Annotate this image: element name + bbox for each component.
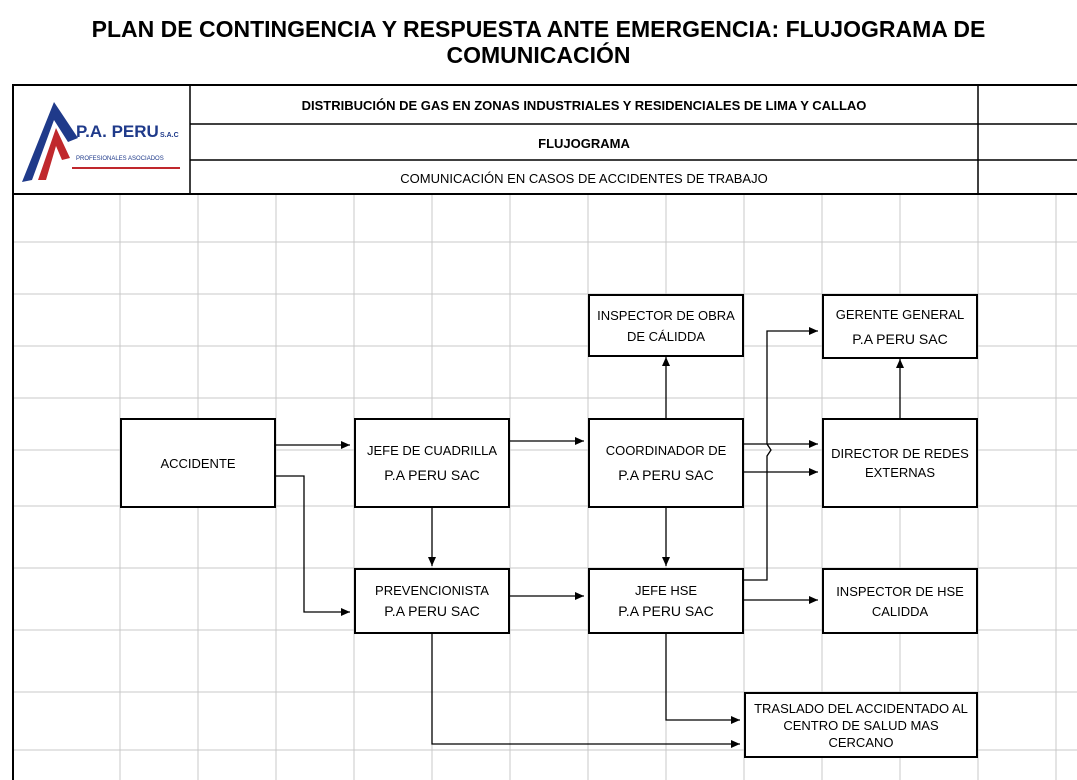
node-prevencionista-label: PREVENCIONISTA — [375, 583, 489, 598]
node-gerente-general: GERENTE GENERAL P.A PERU SAC — [822, 294, 978, 359]
node-traslado-line-3: CERCANO — [828, 734, 894, 750]
node-coordinador-label: COORDINADOR DE — [605, 443, 727, 458]
node-traslado-line-2: CENTRO DE SALUD MAS — [783, 717, 939, 733]
node-director-redes-detail: EXTERNAS — [864, 465, 936, 480]
node-jefe-hse: JEFE HSE P.A PERU SAC — [588, 568, 744, 634]
node-jefe-hse-label: JEFE HSE — [634, 583, 698, 598]
header-document-type: FLUJOGRAMA — [538, 136, 630, 151]
company-logo-icon — [22, 102, 180, 182]
node-gerente-general-company: P.A PERU SAC — [852, 330, 948, 347]
node-jefe-hse-company: P.A PERU SAC — [618, 603, 714, 619]
node-inspector-obra: INSPECTOR DE OBRA DE CÁLIDDA — [588, 294, 744, 357]
node-traslado-line-1: TRASLADO DEL ACCIDENTADO AL — [754, 700, 968, 716]
node-coordinador-company: P.A PERU SAC — [618, 467, 714, 483]
node-gerente-general-label: GERENTE GENERAL — [835, 306, 965, 322]
node-director-redes-label: DIRECTOR DE REDES — [831, 446, 969, 461]
node-director-redes: DIRECTOR DE REDES EXTERNAS — [822, 418, 978, 508]
node-coordinador: COORDINADOR DE P.A PERU SAC — [588, 418, 744, 508]
node-traslado: TRASLADO DEL ACCIDENTADO AL CENTRO DE SA… — [744, 692, 978, 758]
flowchart-sheet: P.A. PERU S.A.C PROFESIONALES ASOCIADOS … — [12, 84, 1077, 780]
connectors — [276, 327, 904, 748]
node-inspector-hse: INSPECTOR DE HSE CALIDDA — [822, 568, 978, 634]
node-inspector-obra-label: INSPECTOR DE OBRA — [597, 307, 735, 323]
logo-suffix: S.A.C — [160, 132, 179, 139]
document-title-line-2: COMUNICACIÓN — [446, 42, 631, 68]
header-frame — [12, 84, 1077, 780]
logo-tagline: PROFESIONALES ASOCIADOS — [76, 156, 164, 162]
node-inspector-hse-company: CALIDDA — [871, 603, 929, 619]
header-subject: COMUNICACIÓN EN CASOS DE ACCIDENTES DE T… — [400, 171, 768, 186]
node-jefe-cuadrilla-company: P.A PERU SAC — [384, 467, 480, 483]
header-project-title: DISTRIBUCIÓN DE GAS EN ZONAS INDUSTRIALE… — [301, 98, 867, 113]
node-accidente-label: ACCIDENTE — [160, 455, 236, 471]
node-jefe-cuadrilla: JEFE DE CUADRILLA P.A PERU SAC — [354, 418, 510, 508]
node-prevencionista: PREVENCIONISTA P.A PERU SAC — [354, 568, 510, 634]
node-jefe-cuadrilla-label: JEFE DE CUADRILLA — [366, 443, 498, 458]
node-prevencionista-company: P.A PERU SAC — [384, 603, 480, 619]
node-inspector-hse-label: INSPECTOR DE HSE — [836, 583, 964, 599]
document-title-line-1: PLAN DE CONTINGENCIA Y RESPUESTA ANTE EM… — [91, 16, 986, 42]
logo-name: P.A. PERU — [76, 122, 159, 141]
node-accidente: ACCIDENTE — [120, 418, 276, 508]
node-inspector-obra-company: DE CÁLIDDA — [626, 328, 706, 344]
